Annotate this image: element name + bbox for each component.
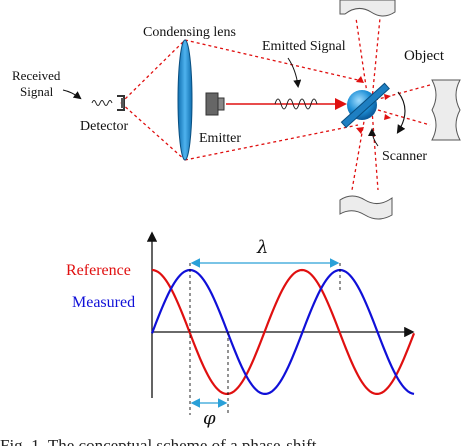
emitted-signal-wave	[274, 98, 318, 110]
emitter-icon	[205, 92, 225, 116]
reference-legend-label: Reference	[66, 262, 131, 279]
scanner-rotation-arrow	[396, 91, 406, 134]
figure-caption: Fig. 1. The conceptual scheme of a phase…	[0, 436, 317, 446]
scanner-direction-arrows	[356, 76, 391, 134]
measured-wave-line	[150, 268, 415, 395]
scanner-pointer	[368, 128, 379, 147]
emitter-label: Emitter	[199, 131, 241, 146]
scanner-label: Scanner	[382, 149, 427, 164]
condensing-lens-label: Condensing lens	[143, 25, 236, 40]
object-label: Object	[404, 48, 445, 64]
object-top-icon	[339, 0, 396, 17]
wave-plot: λ φ Reference Measured	[66, 231, 416, 429]
object-right-icon	[431, 79, 461, 141]
detector-label: Detector	[80, 119, 129, 134]
received-signal-label-line1: Received	[12, 68, 61, 83]
emitted-signal-pointer	[287, 57, 302, 88]
received-signal-pointer	[62, 89, 82, 100]
received-signal-label-line2: Signal	[20, 84, 54, 99]
object-bottom-icon	[339, 195, 393, 220]
emitted-signal-label: Emitted Signal	[262, 39, 346, 54]
received-signal-wave	[91, 100, 113, 106]
ray-lines	[120, 17, 431, 191]
reference-wave-line	[151, 268, 416, 395]
measured-legend-label: Measured	[72, 294, 135, 311]
detector-icon	[117, 95, 125, 111]
phase-label: φ	[203, 408, 216, 429]
condensing-lens-icon	[177, 39, 193, 161]
lambda-label: λ	[256, 237, 268, 258]
scanner-icon	[340, 82, 390, 129]
